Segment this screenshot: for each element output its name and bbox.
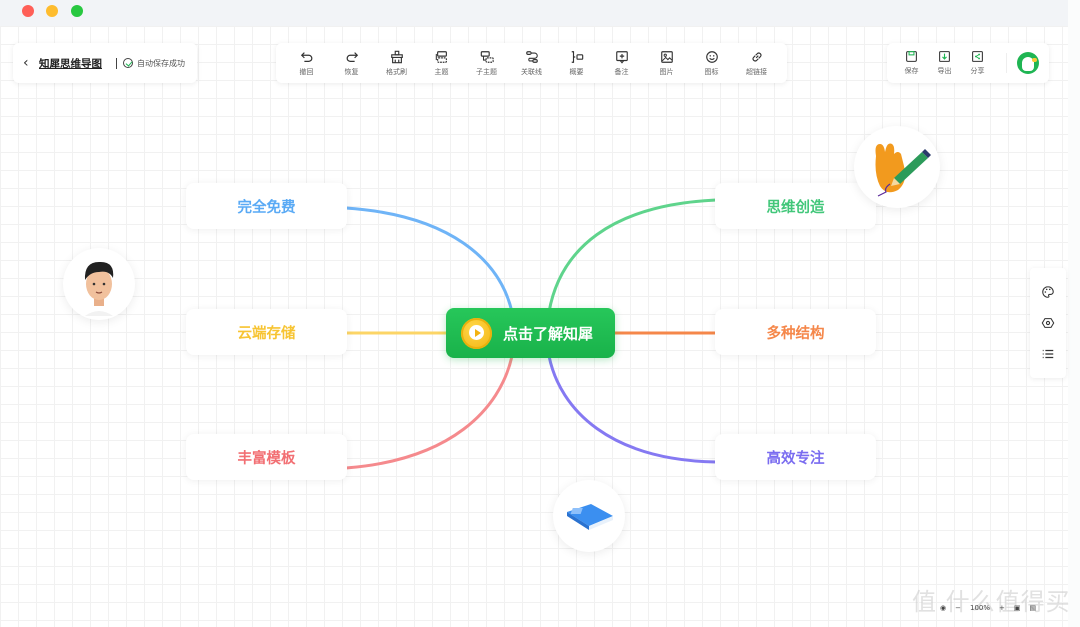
relation-line-icon bbox=[525, 50, 538, 63]
hexagon-style-icon[interactable] bbox=[1041, 316, 1055, 330]
emoji-icon bbox=[705, 50, 718, 63]
emoji-label: 图标 bbox=[704, 67, 719, 76]
save-label: 保存 bbox=[904, 67, 919, 75]
zoom-out-button[interactable]: − bbox=[955, 604, 961, 612]
action-panel: 保存 导出 分享 bbox=[887, 43, 1049, 83]
relation-line-label: 关联线 bbox=[521, 67, 542, 76]
summary-icon bbox=[571, 50, 583, 63]
export-label: 导出 bbox=[937, 67, 952, 75]
save-status-text: 自动保存成功 bbox=[137, 58, 185, 68]
topic-button[interactable]: 主题 bbox=[428, 50, 456, 77]
save-button[interactable]: 保存 bbox=[895, 50, 928, 76]
share-icon bbox=[972, 51, 983, 62]
root-node[interactable]: 点击了解知犀 bbox=[446, 308, 615, 358]
root-node-label: 点击了解知犀 bbox=[503, 324, 594, 343]
window-titlebar bbox=[0, 0, 1068, 26]
branch-node-free[interactable]: 完全免费 bbox=[186, 183, 347, 229]
branch-node-templates[interactable]: 丰富模板 bbox=[186, 434, 347, 480]
image-button[interactable]: 图片 bbox=[653, 50, 681, 77]
close-window-button[interactable] bbox=[22, 5, 34, 17]
subtopic-icon bbox=[480, 50, 494, 63]
save-status: 自动保存成功 bbox=[123, 58, 185, 69]
redo-icon bbox=[346, 51, 358, 62]
format-brush-icon bbox=[390, 50, 403, 63]
check-circle-icon bbox=[123, 58, 133, 68]
play-icon bbox=[461, 317, 492, 349]
topic-icon bbox=[435, 50, 447, 63]
note-label: 备注 bbox=[614, 67, 629, 76]
note-icon bbox=[615, 50, 628, 64]
topic-label: 主题 bbox=[434, 67, 449, 76]
redo-button[interactable]: 恢复 bbox=[338, 50, 366, 77]
format-brush-button[interactable]: 格式刷 bbox=[383, 50, 411, 77]
undo-label: 撤回 bbox=[299, 67, 314, 76]
book-icon bbox=[567, 504, 613, 530]
maximize-window-button[interactable] bbox=[71, 5, 83, 17]
image-label: 图片 bbox=[659, 67, 674, 76]
summary-label: 概要 bbox=[569, 67, 584, 76]
share-button[interactable]: 分享 bbox=[961, 50, 994, 76]
branch-node-cloud-storage[interactable]: 云端存储 bbox=[186, 309, 347, 355]
emoji-button[interactable]: 图标 bbox=[698, 50, 726, 77]
undo-button[interactable]: 撤回 bbox=[293, 50, 321, 77]
palette-icon[interactable] bbox=[1041, 285, 1055, 299]
branch-node-focus[interactable]: 高效专注 bbox=[715, 434, 876, 480]
minimap-icon[interactable]: ▤ bbox=[1029, 604, 1037, 612]
divider bbox=[116, 57, 117, 69]
save-icon bbox=[906, 51, 917, 62]
blue-book-sticker bbox=[553, 480, 625, 552]
export-icon bbox=[939, 51, 950, 62]
man-avatar-icon bbox=[84, 261, 114, 316]
zhixi-logo[interactable] bbox=[1017, 52, 1039, 74]
note-button[interactable]: 备注 bbox=[608, 50, 636, 77]
subtopic-button[interactable]: 子主题 bbox=[473, 50, 501, 77]
subtopic-label: 子主题 bbox=[476, 67, 497, 76]
hand-pencil-icon bbox=[875, 143, 931, 197]
edit-toolbar: 撤回 恢复 格式刷 主题 子主题 关联线 概要 备注 图片 图标 超链接 bbox=[276, 43, 787, 83]
share-label: 分享 bbox=[970, 67, 985, 75]
branch-node-creative[interactable]: 思维创造 bbox=[715, 183, 876, 229]
link-button[interactable]: 超链接 bbox=[743, 50, 771, 77]
relation-line-button[interactable]: 关联线 bbox=[518, 50, 546, 77]
zoom-level: 100% bbox=[969, 604, 990, 612]
export-button[interactable]: 导出 bbox=[928, 50, 961, 76]
image-icon bbox=[660, 50, 673, 63]
locate-icon[interactable]: ◉ bbox=[940, 604, 947, 612]
outline-list-icon[interactable] bbox=[1041, 347, 1055, 361]
link-label: 超链接 bbox=[746, 67, 767, 76]
zoom-controls: ◉ − 100% + ▣ ▤ bbox=[940, 604, 1045, 612]
format-brush-label: 格式刷 bbox=[386, 67, 407, 76]
chevron-left-icon[interactable]: ‹ bbox=[23, 55, 29, 71]
window-edge bbox=[1068, 0, 1080, 627]
side-panel bbox=[1030, 268, 1066, 378]
document-title[interactable]: 知犀思维导图 bbox=[39, 57, 102, 70]
link-icon bbox=[752, 52, 761, 61]
document-header: ‹ 知犀思维导图 自动保存成功 bbox=[13, 43, 197, 83]
undo-icon bbox=[300, 51, 312, 62]
watermark: 值 什么值得买 bbox=[912, 588, 1071, 616]
redo-label: 恢复 bbox=[344, 67, 359, 76]
branch-node-structures[interactable]: 多种结构 bbox=[715, 309, 876, 355]
zoom-in-button[interactable]: + bbox=[999, 604, 1005, 612]
summary-button[interactable]: 概要 bbox=[563, 50, 591, 77]
fit-screen-icon[interactable]: ▣ bbox=[1013, 604, 1021, 612]
minimize-window-button[interactable] bbox=[46, 5, 58, 17]
divider bbox=[1006, 53, 1007, 73]
hand-pencil-sticker bbox=[854, 126, 940, 208]
man-avatar-sticker bbox=[63, 248, 135, 320]
